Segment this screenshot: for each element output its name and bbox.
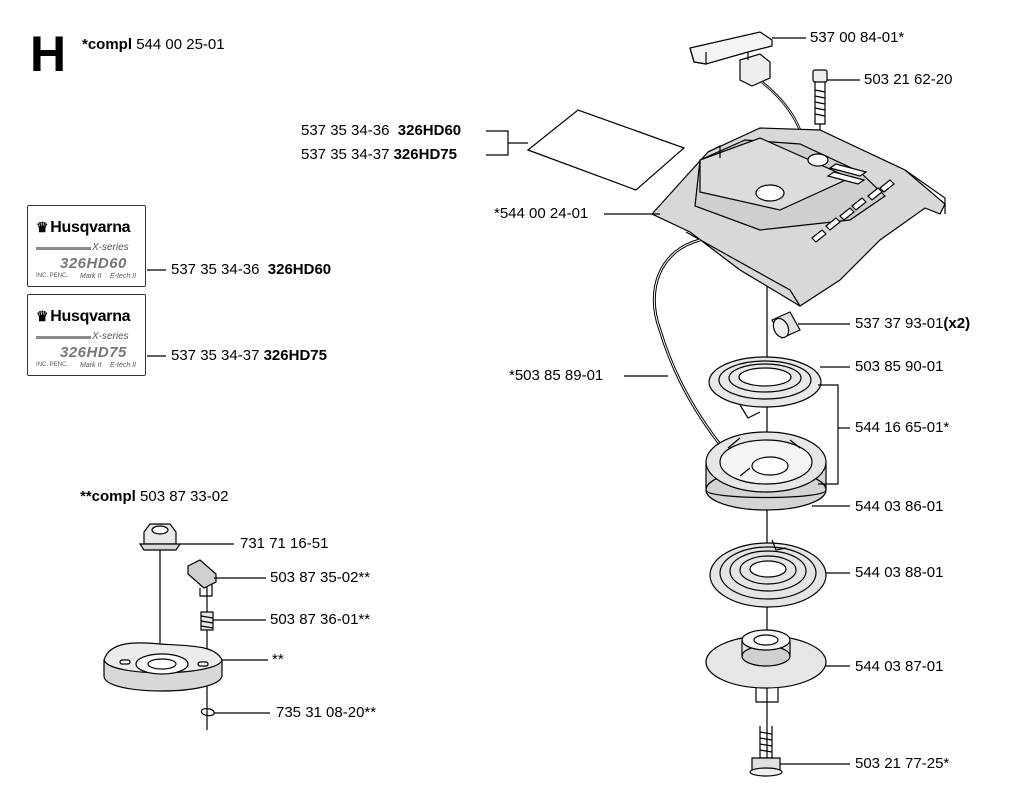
label-bushing: 537 37 93-01(x2) <box>855 315 971 332</box>
crown-icon: ♛ <box>36 308 49 324</box>
starter-hub <box>705 629 827 703</box>
starter-housing <box>651 127 946 307</box>
label-handle: 537 00 84-01* <box>810 29 905 46</box>
label-nut: 731 71 16-51 <box>240 535 329 552</box>
label-pawl: 503 87 35-02** <box>270 569 371 586</box>
decal-brand: ♛Husqvarna <box>36 308 131 325</box>
pawl-housing <box>103 642 223 692</box>
decal-326hd75: ♛Husqvarna X-series 326HD75 INC. PENC. M… <box>27 294 146 376</box>
label-pulley: 544 03 86-01 <box>855 498 944 515</box>
decal-small-1: INC. PENC. <box>36 362 69 368</box>
label-screw-top: 503 21 62-20 <box>864 71 953 88</box>
label-sticker-hd60: 537 35 34-36 326HD60 <box>301 122 462 139</box>
decal-stripe <box>36 247 91 250</box>
compl-number: 544 00 25-01 <box>136 36 225 53</box>
section-letter: H <box>30 26 67 82</box>
bushing <box>771 311 801 339</box>
recoil-spring <box>709 539 827 608</box>
decal-series: X-series <box>92 242 129 253</box>
label-spring: 544 03 88-01 <box>855 564 944 581</box>
decal-model: 326HD60 <box>60 255 127 272</box>
screw-top <box>812 69 828 125</box>
starter-handle <box>689 31 773 87</box>
label-housing: *544 00 24-01 <box>494 205 589 222</box>
label-bolt: 503 21 77-25* <box>855 755 950 772</box>
sub-compl-number: 503 87 33-02 <box>140 488 229 505</box>
label-decal-hd75: 537 35 34-37 326HD75 <box>171 347 327 364</box>
rope-pulley <box>705 431 827 511</box>
decal-small-1: INC. PENC. <box>36 273 69 279</box>
decal-326hd60: ♛Husqvarna X-series 326HD60 INC. PENC. M… <box>27 205 146 287</box>
label-kit: 544 16 65-01* <box>855 419 950 436</box>
decal-small-2: Mark II <box>80 362 102 369</box>
compl-prefix: *compl <box>82 36 133 53</box>
crown-icon: ♛ <box>36 219 49 235</box>
decal-small-2: Mark II <box>80 273 102 280</box>
label-spring-top: 503 85 90-01 <box>855 358 944 375</box>
label-rope: *503 85 89-01 <box>509 367 604 384</box>
decal-model: 326HD75 <box>60 344 127 361</box>
decal-stripe <box>36 336 91 339</box>
label-decal-hd60: 537 35 34-36 326HD60 <box>171 261 332 278</box>
decal-series: X-series <box>92 331 129 342</box>
decal-small-3: E-tech II <box>110 362 137 369</box>
label-pawl-housing: ** <box>272 651 284 668</box>
sticker-sheet <box>526 109 686 191</box>
pawl-spring <box>200 611 214 631</box>
label-hub: 544 03 87-01 <box>855 658 944 675</box>
circlip <box>200 708 215 717</box>
label-pawl-spring: 503 87 36-01** <box>270 611 371 628</box>
decal-brand: ♛Husqvarna <box>36 219 131 236</box>
sub-compl-prefix: **compl <box>80 488 136 505</box>
label-circlip: 735 31 08-20** <box>276 704 377 721</box>
sub-assembly-header: **compl 503 87 33-02 <box>80 488 228 506</box>
kit-bracket <box>818 384 839 485</box>
label-sticker-hd75: 537 35 34-37 326HD75 <box>301 146 457 163</box>
decal-small-3: E-tech II <box>110 273 137 280</box>
section-header: *compl 544 00 25-01 <box>82 36 225 53</box>
flange-nut <box>138 523 182 551</box>
pawl <box>187 559 217 597</box>
recoil-spring-top <box>708 356 822 419</box>
center-bolt <box>749 726 783 777</box>
